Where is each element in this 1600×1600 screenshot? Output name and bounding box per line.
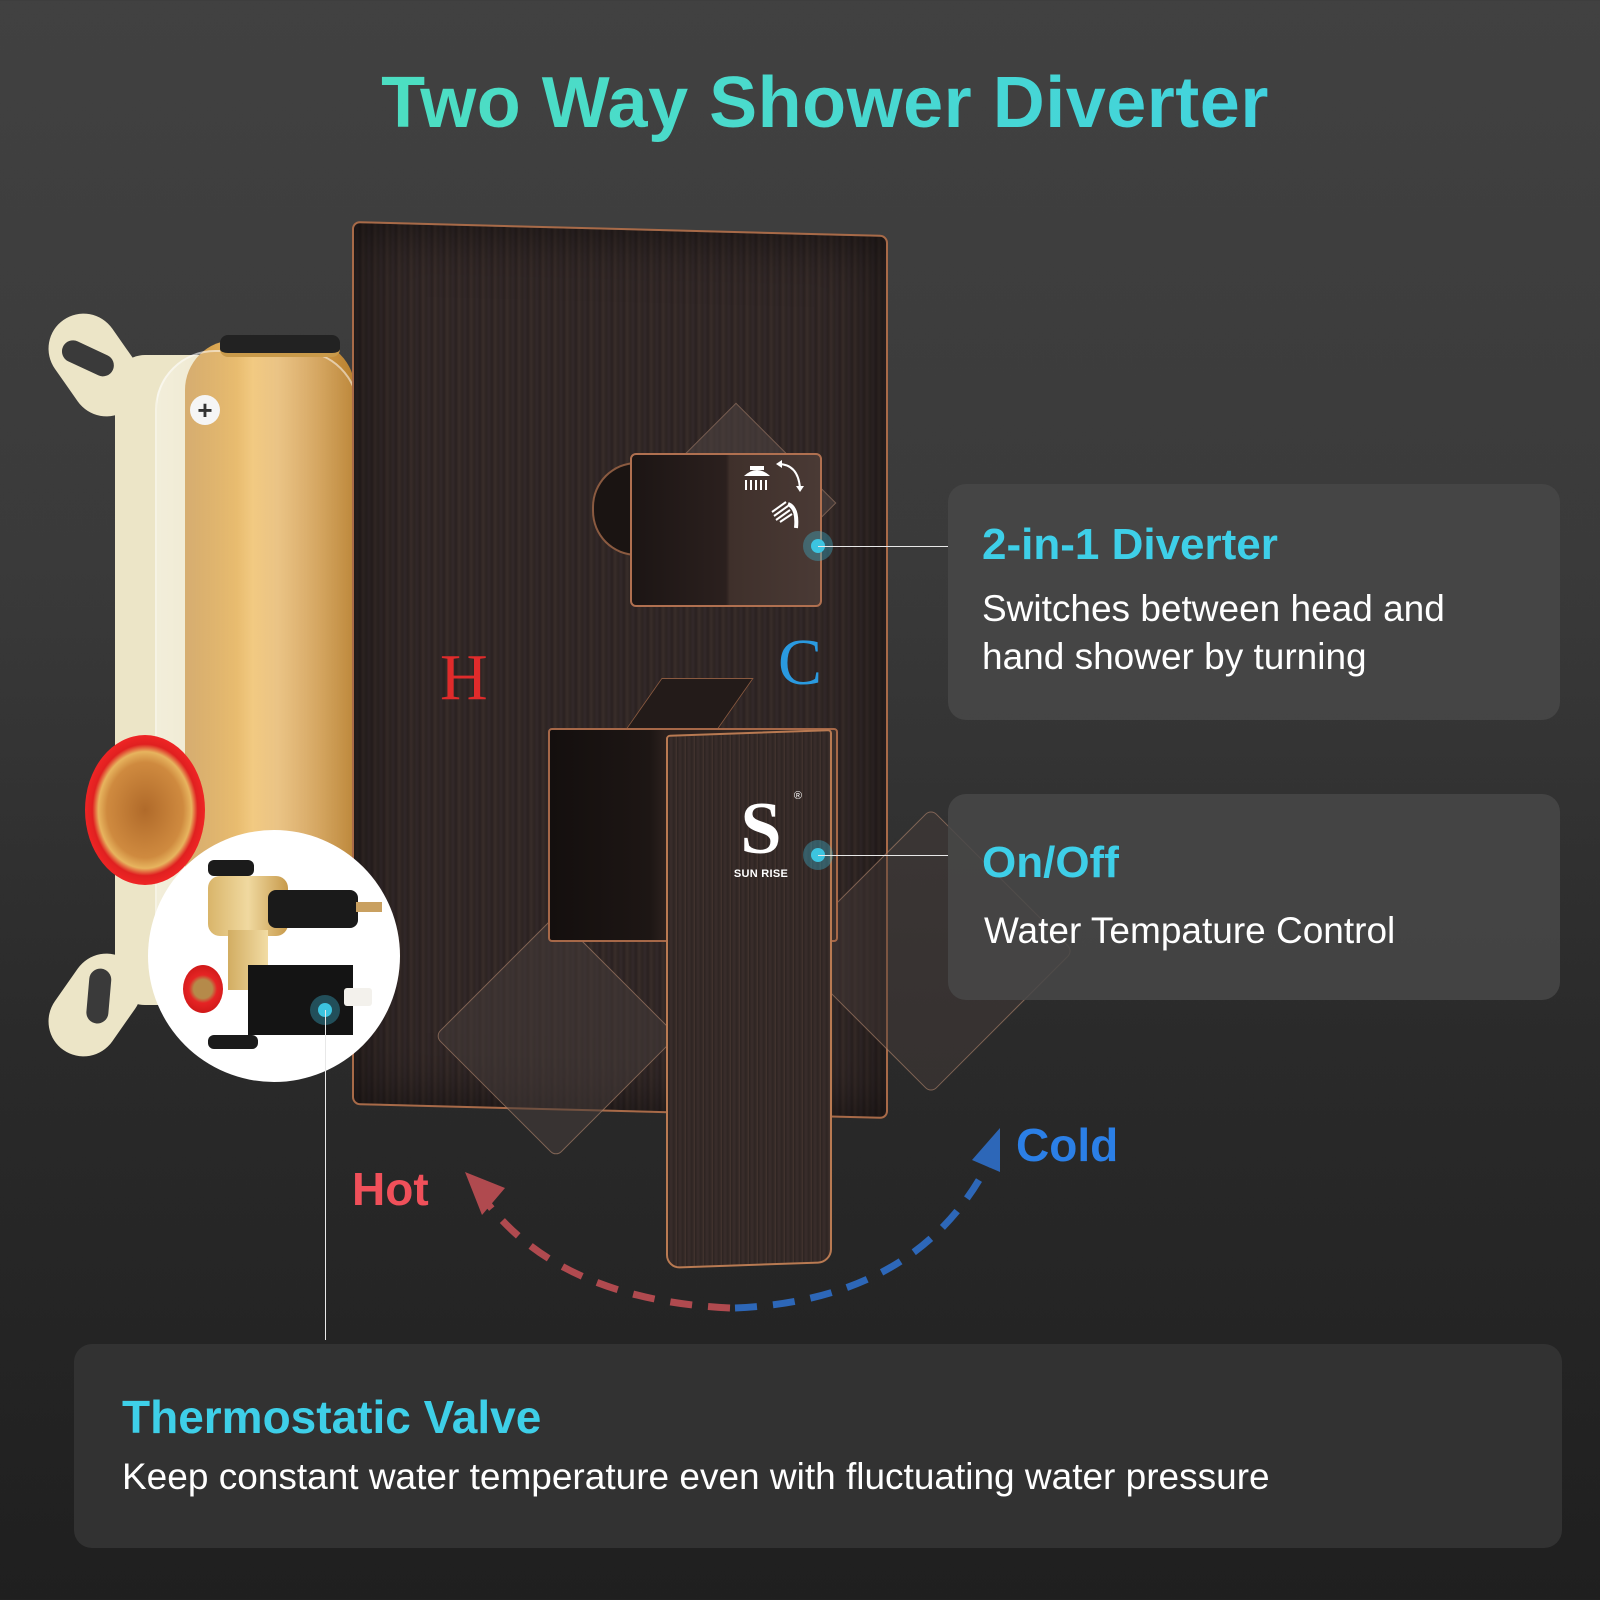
onoff-card-text: Water Tempature Control [984, 910, 1396, 951]
thermostatic-cartridge-inset [148, 830, 400, 1082]
hot-indicator-letter: H [440, 641, 488, 714]
thermostatic-callout-line [325, 1010, 326, 1340]
brand-logo-letter: S [740, 788, 782, 870]
registered-mark: ® [793, 790, 802, 802]
threaded-inlet-port [85, 735, 205, 885]
cold-arrowhead-icon [972, 1128, 1000, 1172]
page-title: Two Way Shower Diverter [0, 62, 1600, 144]
brand-logo: S ® SUN RISE [726, 788, 802, 880]
rain-shower-head-icon [744, 460, 804, 529]
diverter-knob[interactable] [630, 453, 822, 607]
thermostatic-card-title: Thermostatic Valve [122, 1391, 542, 1443]
curved-double-arrow-icon [777, 463, 801, 489]
diverter-card-title: 2-in-1 Diverter [982, 520, 1278, 569]
onoff-card-title: On/Off [982, 838, 1119, 887]
onoff-info-card: On/Off Water Tempature Control [948, 794, 1560, 1000]
valve-cap [220, 335, 340, 357]
hot-arrowhead-icon [465, 1172, 505, 1215]
rough-in-valve-body: + [34, 299, 359, 1071]
diverter-card-text-line2: hand shower by turning [982, 636, 1367, 677]
onoff-callout-line [818, 855, 948, 856]
brand-name: SUN RISE [733, 868, 789, 880]
thermostatic-card-text: Keep constant water temperature even wit… [122, 1456, 1270, 1497]
hot-label: Hot [352, 1163, 429, 1215]
hand-shower-icon [771, 501, 799, 529]
cold-indicator-letter: C [778, 626, 823, 699]
diverter-callout-line [818, 546, 948, 547]
diverter-icons [742, 458, 822, 538]
screw-icon: + [190, 395, 220, 425]
diverter-info-card: 2-in-1 Diverter Switches between head an… [948, 484, 1560, 720]
cold-label: Cold [1016, 1119, 1119, 1171]
diverter-card-text-line1: Switches between head and [982, 588, 1445, 629]
thermostatic-info-card: Thermostatic Valve Keep constant water t… [74, 1344, 1562, 1548]
